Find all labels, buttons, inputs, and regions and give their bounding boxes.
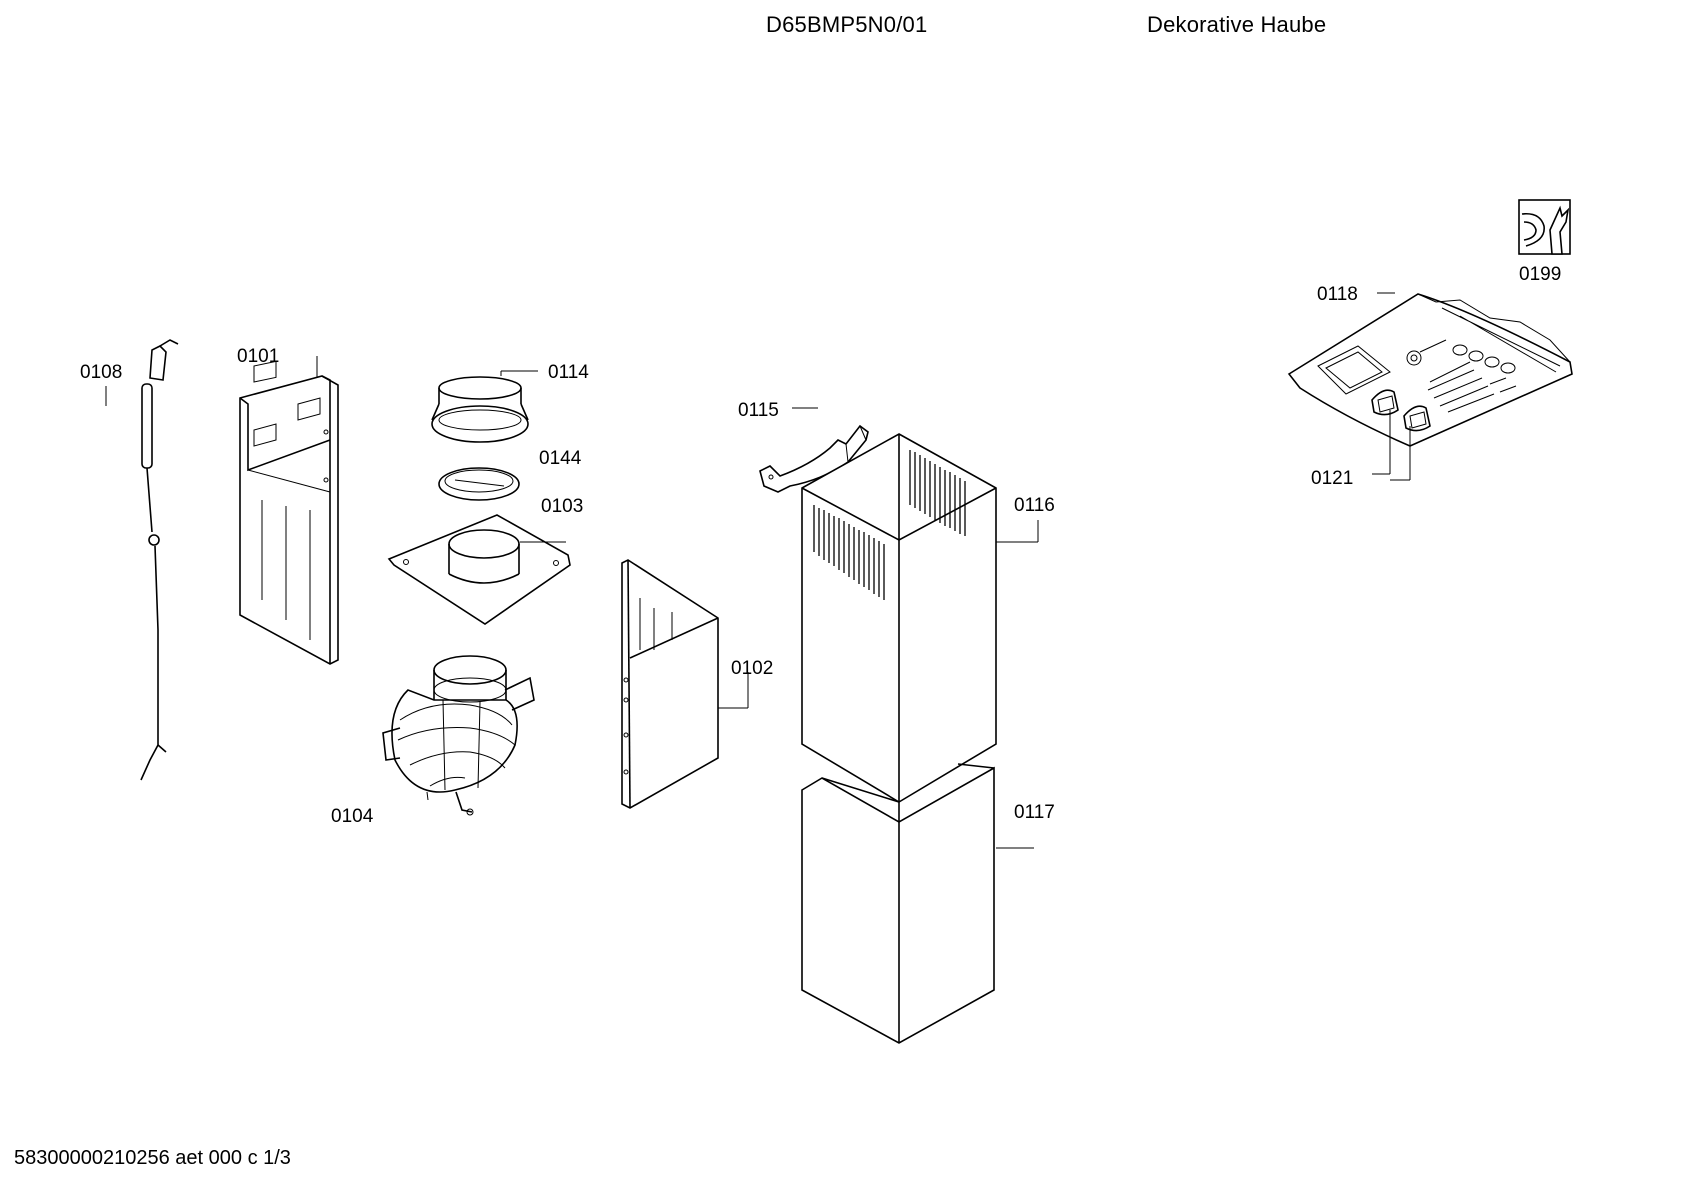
diagram-title: Dekorative Haube [1147, 12, 1327, 37]
document-code: 58300000210256 aet 000 c 1/3 [14, 1147, 291, 1169]
label-0103: 0103 [541, 496, 583, 517]
label-0102: 0102 [731, 658, 773, 679]
vent-slots-left [813, 505, 885, 600]
label-0121: 0121 [1311, 468, 1353, 489]
model-number: D65BMP5N0/01 [766, 12, 928, 37]
label-0101: 0101 [237, 346, 279, 367]
adapter-plate-0103[interactable] [387, 514, 571, 625]
mounting-panel-0101[interactable] [239, 360, 339, 665]
label-0108: 0108 [80, 362, 122, 383]
lower-chimney-0117[interactable] [801, 763, 995, 1044]
label-0199: 0199 [1519, 264, 1561, 285]
label-0117: 0117 [1014, 802, 1055, 823]
cap-left-0121 [1371, 389, 1399, 416]
label-0114: 0114 [548, 362, 589, 383]
label-0118: 0118 [1317, 284, 1358, 305]
wrench-icon[interactable] [1518, 199, 1571, 255]
vent-slots-rear [909, 450, 966, 536]
flange-ring-0114[interactable] [431, 376, 529, 443]
leader-lines [105, 292, 1411, 849]
label-0104: 0104 [331, 806, 374, 827]
seal-ring-0144[interactable] [438, 467, 520, 501]
fan-motor-0104[interactable] [382, 655, 535, 816]
cap-right-0121 [1403, 405, 1431, 432]
bracket-0115[interactable] [759, 424, 869, 493]
label-0115: 0115 [738, 400, 779, 421]
label-0116: 0116 [1014, 495, 1055, 516]
side-bracket-0102[interactable] [621, 559, 719, 809]
label-0144: 0144 [539, 448, 582, 469]
power-cord-0108[interactable] [140, 339, 179, 781]
upper-chimney-0116[interactable] [801, 433, 997, 803]
accessory-bag-0118[interactable] [1287, 293, 1573, 447]
